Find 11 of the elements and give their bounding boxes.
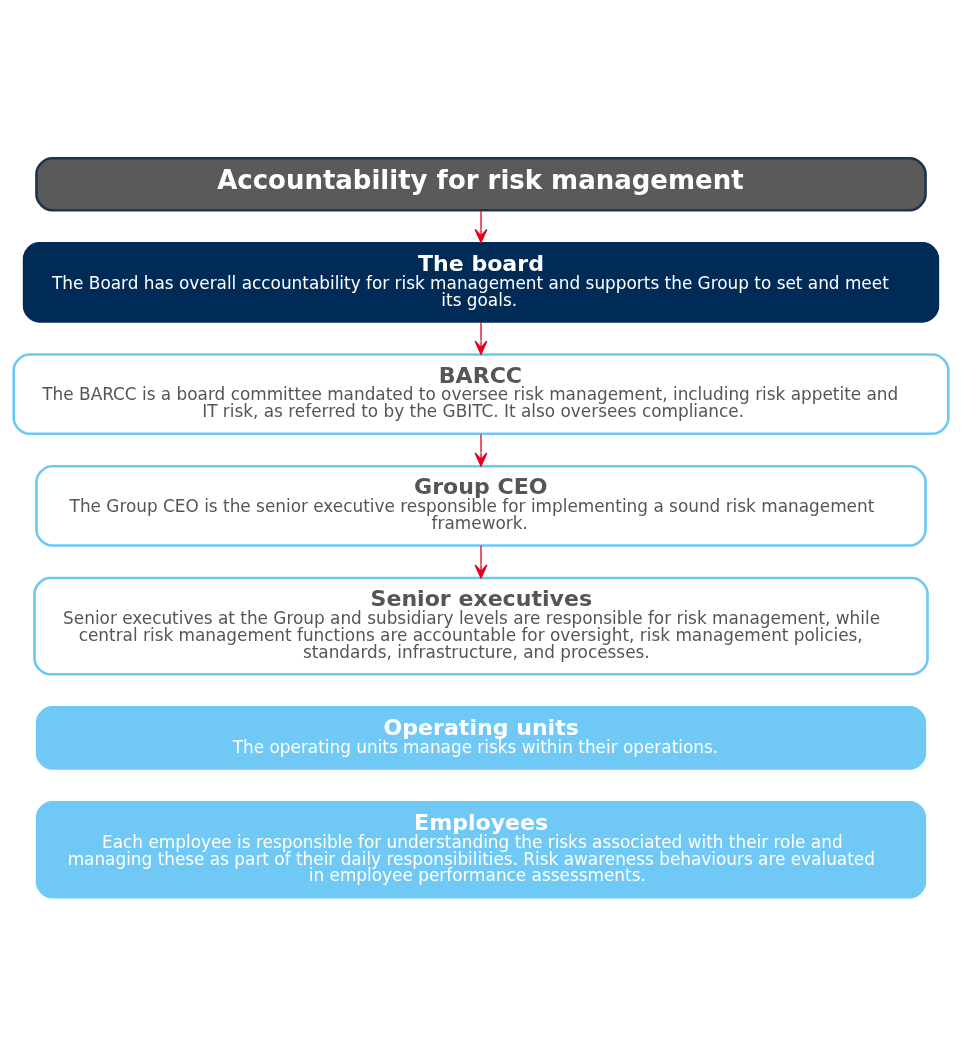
node-box: Accountability for risk management xyxy=(35,156,927,212)
node-box: Employees Each employee is responsible for understanding the risks associated with their role and managing these as part of their daily responsibilities. Risk awareness behaviours are evaluated in employee performance assessments. xyxy=(35,800,927,899)
node-box: Group CEO The Group CEO is the senior executive responsible for implementing a sound risk management framework. xyxy=(35,464,927,547)
arrow xyxy=(474,209,488,244)
node-box: BARCC The BARCC is a board committee mandated to oversee risk management, including risk appetite and IT risk, as referred to by the GBITC. It also oversees compliance. xyxy=(12,353,950,436)
node-box: Senior executives Senior executives at the Group and subsidiary levels are responsible for risk management, while central risk management functions are accountable for oversight, risk management policies, standards, infrastructure, and processes. xyxy=(33,576,929,676)
arrow xyxy=(474,545,488,579)
node-box: Operating units The operating units manage risks within their operations. xyxy=(35,706,927,770)
arrow xyxy=(474,433,488,467)
arrow xyxy=(474,321,488,355)
node-box: The board The Board has overall accountability for risk management and supports the Group to set and meet its goals. xyxy=(22,242,940,323)
